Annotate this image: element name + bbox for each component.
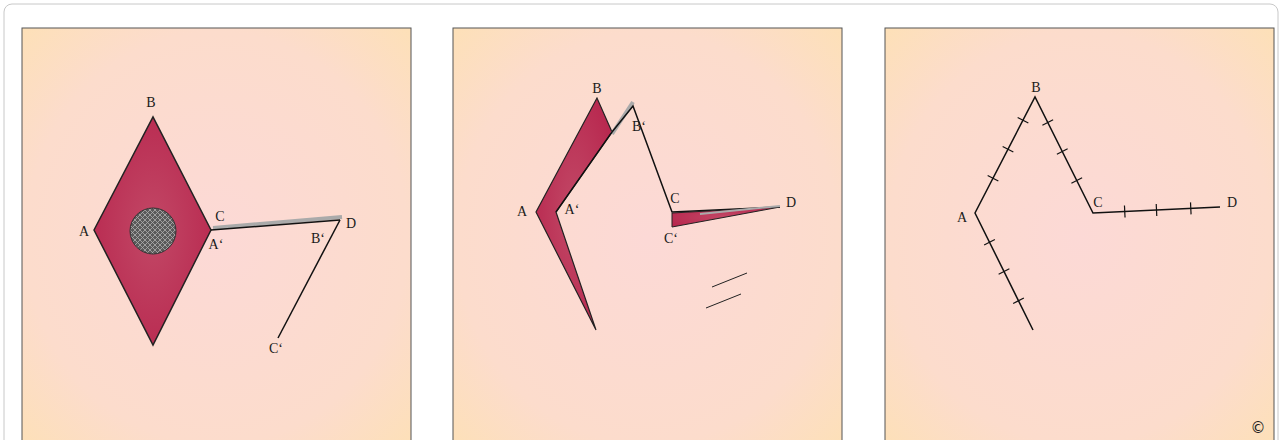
sutured-wound [975,97,1220,330]
point-label: C‘ [664,232,678,246]
point-label: B‘ [632,120,646,134]
point-label: A [79,225,89,239]
suture-tick [1124,206,1126,218]
panel [453,28,842,440]
suture-tick [1057,149,1068,154]
point-label: C [1093,196,1102,210]
rhombic-defect [94,117,211,345]
point-label: B‘ [311,232,325,246]
lesion [130,208,176,254]
suture-tick [1042,120,1053,125]
suture-tick [1018,117,1029,123]
incision [211,220,340,230]
panel [885,28,1274,440]
suture-ticks [984,117,1191,303]
suture-tick [999,269,1010,274]
secondary-defect [672,207,780,227]
suture-tick [1071,178,1082,183]
point-label: B [592,82,601,96]
suture-tick [1003,146,1014,152]
rotated-flap [536,98,612,330]
suture-tick [1013,298,1024,303]
point-label: C [670,192,679,206]
copyright-mark: © [1251,421,1266,436]
point-label: D [786,196,796,210]
suture-tick [984,240,995,245]
incision [556,106,780,212]
suture-tick [988,175,999,181]
point-label: A [517,205,527,219]
outer-frame [4,4,1278,440]
point-label: B [1031,81,1040,95]
suture-tick [1190,202,1192,214]
point-label: B [146,96,155,110]
panel [22,28,411,440]
point-label: A‘ [565,203,580,217]
incision-shadow [700,206,780,214]
motion-mark [706,294,741,308]
point-label: D [346,217,356,231]
point-label: C [215,210,224,224]
incision [278,220,340,338]
point-label: C‘ [269,342,283,356]
point-label: A‘ [209,238,224,252]
point-label: A [957,211,967,225]
point-label: D [1227,196,1237,210]
suture-tick [1156,204,1158,216]
motion-mark [712,273,747,287]
incision-shadow [213,217,342,228]
